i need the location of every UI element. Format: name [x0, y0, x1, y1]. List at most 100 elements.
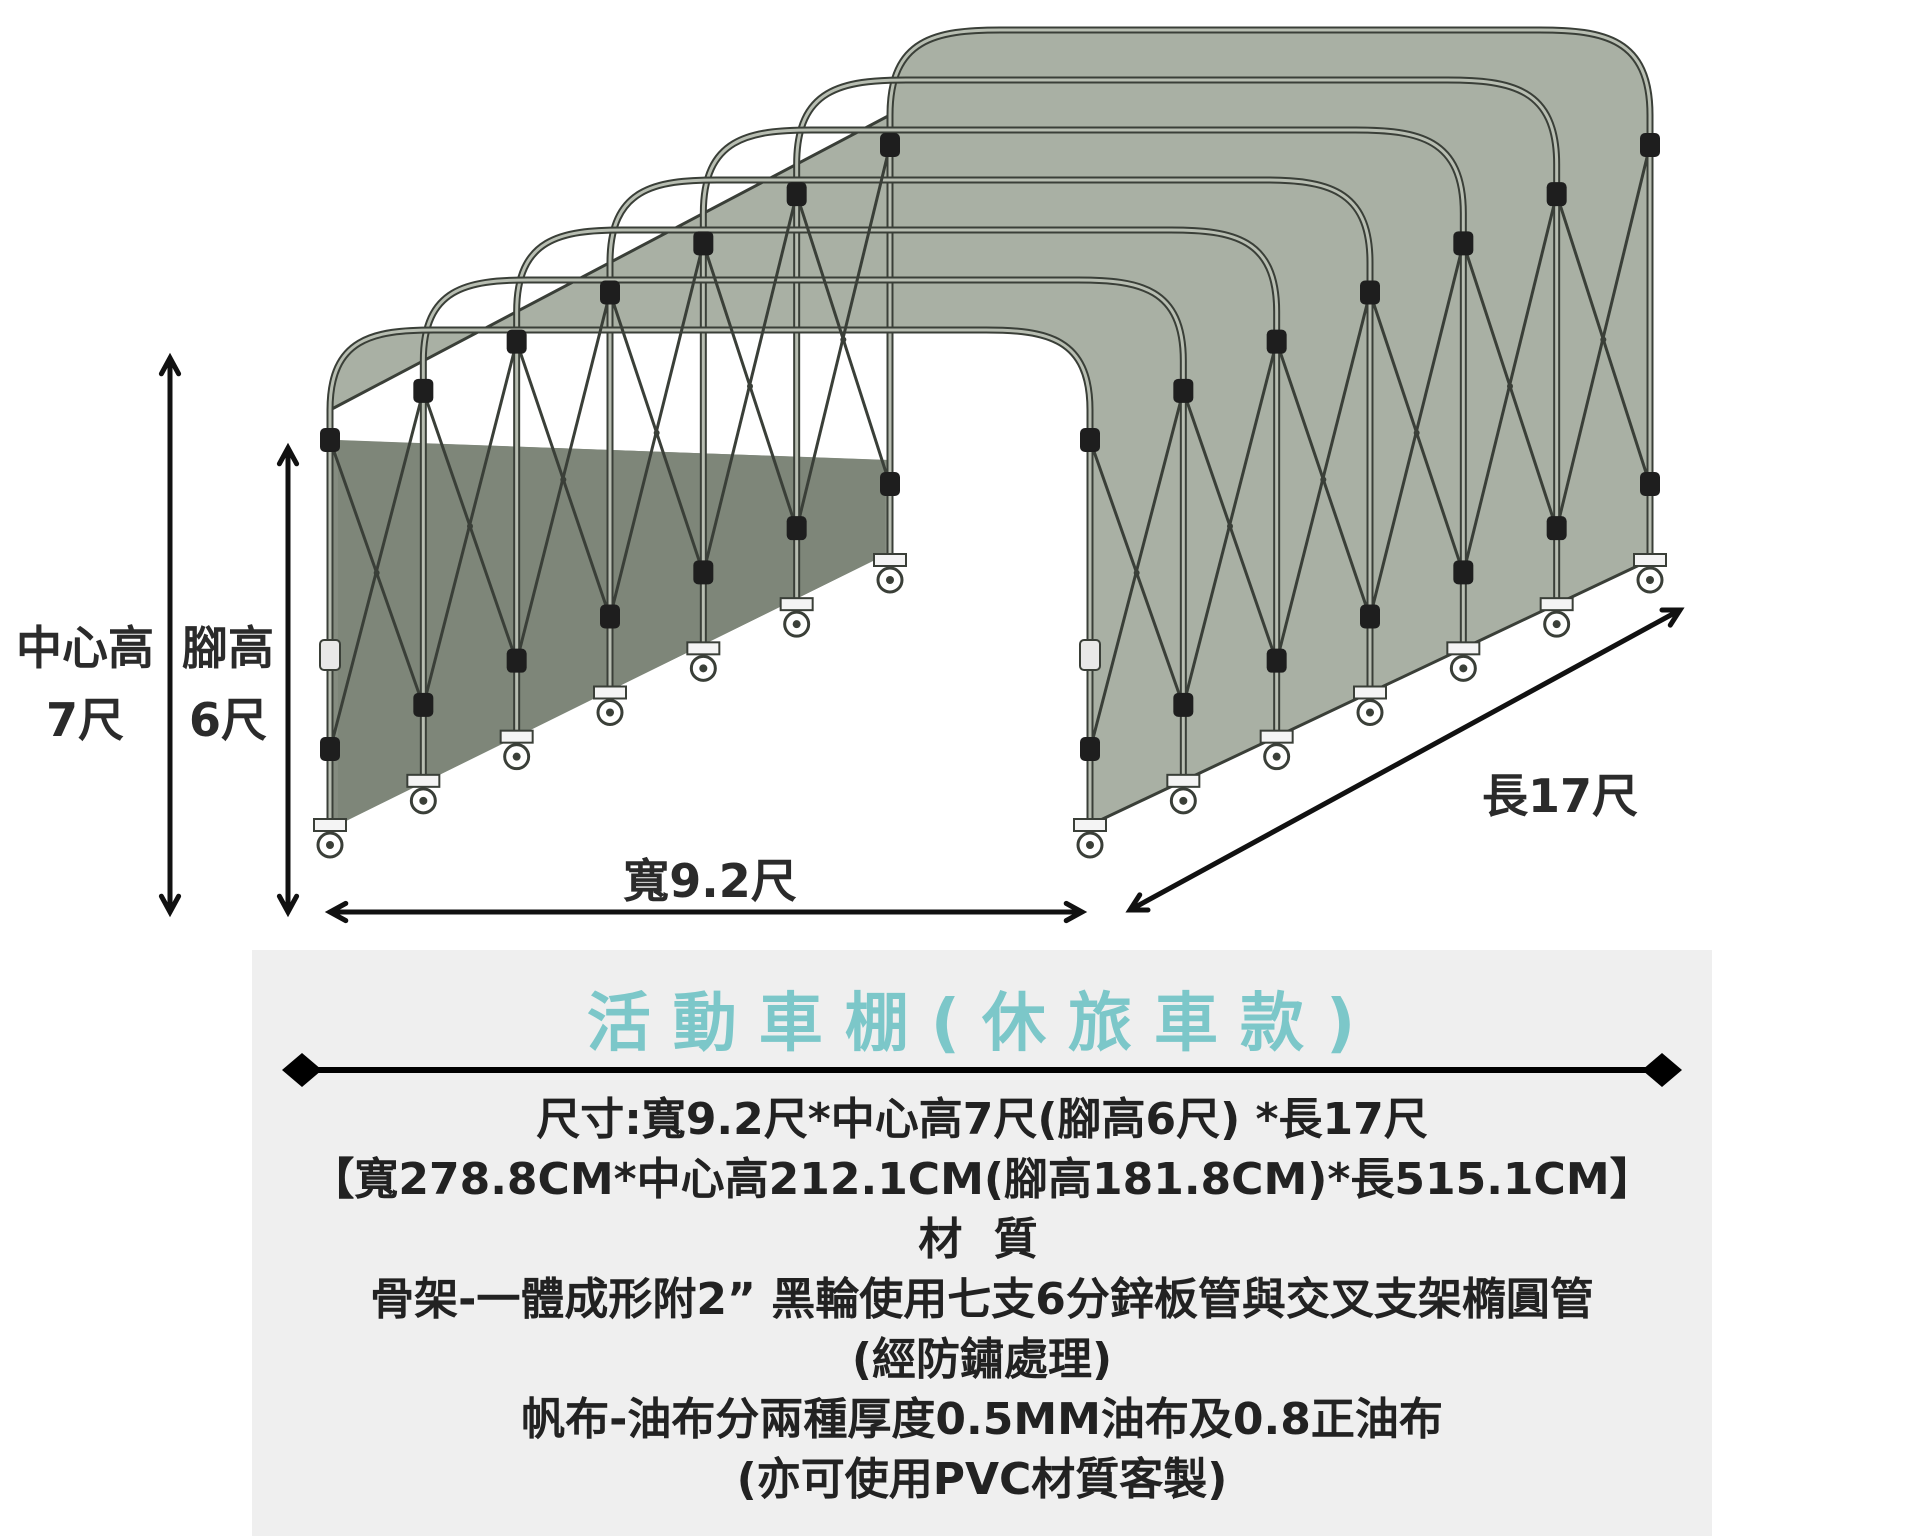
wheel-hub [1646, 576, 1654, 584]
joint-clamp [600, 604, 620, 629]
spec-line-size-cm: 【寬278.8CM*中心高212.1CM(腳高181.8CM)*長515.1CM… [310, 1154, 1654, 1205]
scissor-pivot [840, 336, 847, 343]
center-height-arrow [158, 352, 182, 918]
wheel-hub [512, 752, 521, 761]
scissor-pivot [1600, 336, 1607, 343]
joint-clamp [1453, 231, 1474, 256]
joint-clamp [880, 472, 900, 496]
arrow-head [1125, 892, 1151, 913]
wheel-hub [1179, 796, 1188, 805]
wheel-mount [686, 641, 721, 656]
scissor-pivot [1133, 569, 1140, 576]
frame-arch-highlight [795, 78, 1559, 605]
scissor-pivot [373, 569, 380, 576]
spec-line-material-heading: 材 質 [918, 1214, 1046, 1265]
spec-line-canvas-note: (亦可使用PVC材質客製) [736, 1454, 1228, 1505]
arrow-head [158, 893, 182, 918]
joint-clamp [1173, 378, 1194, 403]
leg-handle [1079, 639, 1101, 671]
scissor-pivot [1227, 523, 1233, 530]
arrow-head [276, 893, 300, 918]
joint-clamp [1640, 133, 1660, 157]
wheel-hub [1459, 664, 1468, 673]
wheel-mount [1259, 729, 1294, 744]
wheel-hub [1086, 841, 1094, 849]
length-arrow [1125, 607, 1685, 913]
width-arrow [324, 900, 1088, 924]
spec-line-frame-note: (經防鏽處理) [851, 1334, 1113, 1385]
wheel-hub [792, 620, 801, 629]
spec-line-frame: 骨架-一體成形附2” 黑輪使用七支6分鋅板管與交叉支架橢圓管 [370, 1274, 1594, 1325]
frame-arch-highlight [701, 128, 1465, 649]
scissor-pivot [467, 523, 473, 530]
leg-handle [319, 639, 341, 671]
spec-line-canvas: 帆布-油布分兩種厚度0.5MM油布及0.8正油布 [521, 1394, 1443, 1445]
scissor-pivot [1507, 383, 1513, 390]
wheel-mount [313, 818, 347, 832]
title-divider [282, 1053, 1682, 1087]
leg-height-label: 腳高 6尺 [168, 612, 288, 756]
wheel-mount [406, 773, 441, 788]
joint-clamp [693, 560, 714, 585]
center-height-label: 中心高 7尺 [5, 612, 165, 756]
joint-clamp [506, 648, 527, 673]
scissor-pivot [653, 429, 660, 436]
scissor-pivot [747, 383, 753, 390]
wheel-mount [873, 553, 907, 567]
frame-arches [326, 26, 1654, 829]
frame-arch-highlight [328, 328, 1092, 825]
carport-diagram [158, 26, 1685, 924]
wheel-mount [1166, 773, 1201, 788]
joint-clamp [1266, 329, 1287, 354]
arrow-head [324, 900, 349, 924]
length-label: 長17尺 [1481, 769, 1638, 823]
scissor-pivot [560, 476, 567, 483]
wheel-mount [499, 729, 534, 744]
wheel-mount [1073, 818, 1107, 832]
center-height-value: 7尺 [45, 693, 124, 747]
joint-clamp [1546, 516, 1567, 541]
joint-clamp [1546, 182, 1567, 207]
joint-clamp [1453, 560, 1474, 585]
joint-clamp [786, 182, 807, 207]
joint-clamp [1360, 280, 1380, 305]
joint-clamp [693, 231, 714, 256]
wheel-hub [886, 576, 894, 584]
wheel-hub [1552, 620, 1561, 629]
arrow-head [158, 352, 182, 377]
dimension-arrows [158, 352, 1685, 924]
spec-lines: 尺寸:寬9.2尺*中心高7尺(腳高6尺) *長17尺 【寬278.8CM*中心高… [252, 1090, 1712, 1510]
joint-clamp [413, 378, 434, 403]
joint-clamp [1173, 692, 1194, 717]
leg-height-title: 腳高 [182, 621, 274, 675]
frame-arch-highlight [421, 278, 1185, 781]
joint-clamp [1360, 604, 1380, 629]
caster-wheels [313, 553, 1667, 859]
joint-clamp [320, 737, 340, 761]
panel-title: 活動車棚(休旅車款) [586, 987, 1378, 1061]
wheel-hub [1366, 708, 1374, 717]
leg-height-arrow [276, 442, 300, 918]
joint-clamp [786, 516, 807, 541]
arrow-head [1659, 607, 1685, 628]
scissor-bracing [320, 133, 1660, 761]
leg-height-value: 6尺 [188, 693, 267, 747]
wheel-hub [326, 841, 334, 849]
arrow-head [1063, 900, 1088, 924]
wheel-hub [419, 796, 428, 805]
frame-arch-highlight [608, 178, 1372, 693]
canopy-canvas [328, 28, 1652, 828]
wheel-mount [779, 597, 814, 612]
joint-clamp [413, 692, 434, 717]
width-label: 寬9.2尺 [623, 854, 797, 908]
scissor-pivot [1413, 429, 1420, 436]
frame-arch-highlight [888, 28, 1652, 560]
wheel-hub [699, 664, 708, 673]
joint-clamp [880, 133, 900, 157]
wheel-mount [1353, 685, 1387, 700]
wheel-mount [1633, 553, 1667, 567]
arrow-head [276, 442, 300, 467]
wheel-hub [1272, 752, 1281, 761]
wheel-hub [606, 708, 614, 717]
wheel-mount [1539, 597, 1574, 612]
